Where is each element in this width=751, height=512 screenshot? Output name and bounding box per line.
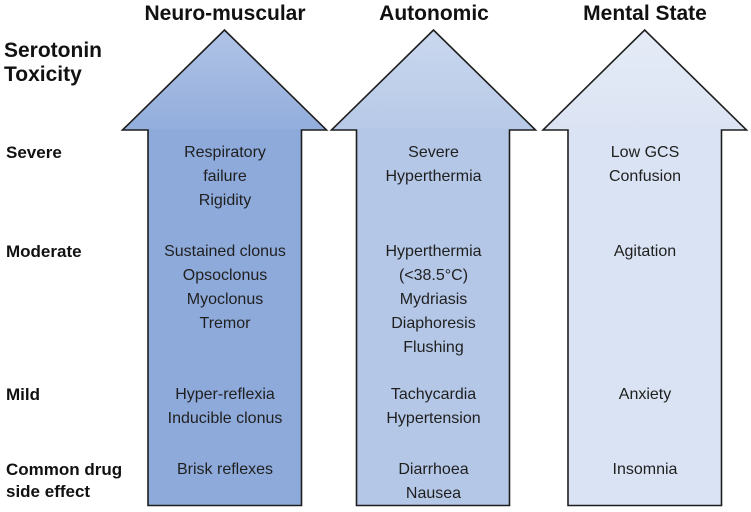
cell-neuromuscular-moderate: Sustained clonus Opsoclonus Myoclonus Tr… [164, 243, 286, 332]
arrow-neuromuscular [120, 28, 329, 507]
cell-neuromuscular-mild: Hyper-reflexia Inducible clonus [167, 386, 283, 427]
column-header-mental-state: Mental State [583, 2, 707, 25]
arrow-head-highlight [124, 31, 325, 129]
severity-label-moderate: Moderate [6, 242, 82, 261]
severity-label-mild: Mild [6, 385, 40, 404]
severity-label-severe: Severe [6, 143, 62, 162]
cell-mental-state-severe: Low GCS Confusion [608, 144, 682, 185]
cell-mental-state-common: Insomnia [612, 461, 678, 478]
cell-mental-state-mild: Anxiety [618, 386, 672, 403]
cell-mental-state-moderate: Agitation [613, 243, 677, 260]
arrow-autonomic [329, 28, 538, 507]
arrow-mental-state [541, 28, 749, 507]
cell-autonomic-mild: Tachycardia Hypertension [386, 386, 481, 427]
cell-autonomic-common: Diarrhoea Nausea [398, 461, 469, 502]
severity-label-common-drug-side-effect: Common drug side effect [6, 460, 123, 501]
cell-autonomic-severe: Severe Hyperthermia [385, 144, 482, 185]
cell-neuromuscular-common: Brisk reflexes [176, 461, 274, 478]
column-header-autonomic: Autonomic [379, 2, 489, 25]
diagram-title: Serotonin Toxicity [4, 39, 102, 86]
column-header-neuromuscular: Neuro-muscular [144, 2, 306, 25]
arrow-head-highlight [545, 31, 745, 129]
cell-neuromuscular-severe: Respiratory failure Rigidity [184, 144, 266, 209]
arrow-head-highlight [333, 31, 534, 129]
cell-autonomic-moderate: Hyperthermia (<38.5°C) Mydriasis Diaphor… [385, 243, 482, 356]
